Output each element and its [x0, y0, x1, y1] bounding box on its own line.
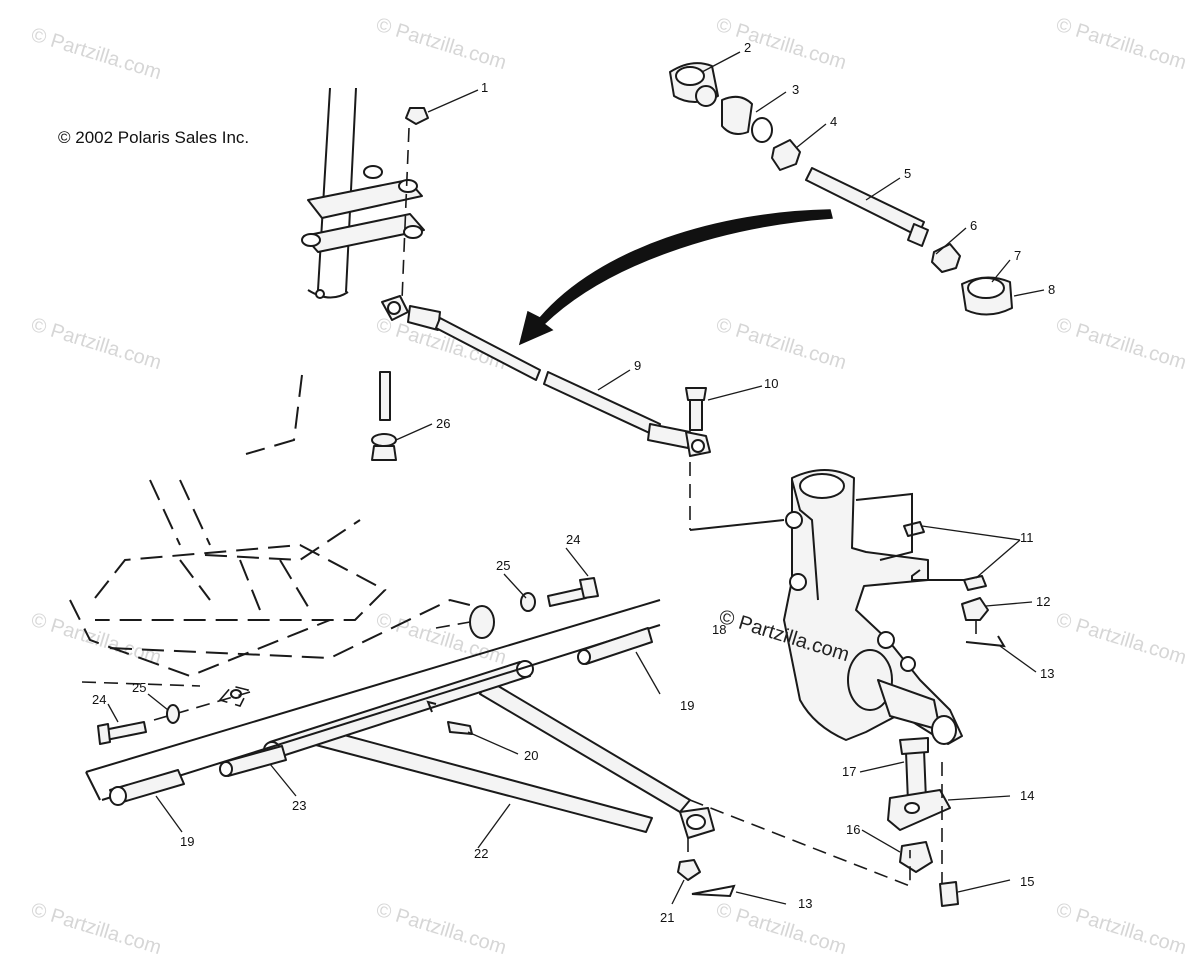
frame-bracket [69, 479, 495, 707]
watermark: © Partzilla.com [374, 899, 509, 959]
callout-9: 9 [634, 358, 641, 373]
callout-12: 12 [1036, 594, 1050, 609]
frame-rail [85, 599, 661, 806]
callout-24: 24 [566, 532, 580, 547]
watermark: © Partzilla.com [29, 24, 164, 84]
spindle [783, 469, 963, 745]
watermark: © Partzilla.com [374, 14, 509, 74]
curved-arrow [518, 209, 833, 346]
watermark: © Partzilla.com [29, 899, 164, 959]
callout-13-b: 13 [798, 896, 812, 911]
callout-19: 19 [680, 698, 694, 713]
callout-8: 8 [1048, 282, 1055, 297]
watermark: © Partzilla.com [1054, 609, 1189, 669]
connector-lines [687, 492, 977, 888]
callout-10: 10 [764, 376, 778, 391]
leader-lines [107, 51, 1045, 905]
callout-22: 22 [474, 846, 488, 861]
callout-1: 1 [481, 80, 488, 95]
watermark: © Partzilla.com [714, 899, 849, 959]
tie-rod [381, 295, 711, 530]
steering-post [245, 87, 425, 455]
watermark: © Partzilla.com [29, 314, 164, 374]
callout-6: 6 [970, 218, 977, 233]
callout-2: 2 [744, 40, 751, 55]
callout-15: 15 [1020, 874, 1034, 889]
tie-rod-end-kit [669, 62, 1013, 316]
callout-26: 26 [436, 416, 450, 431]
hardware [97, 107, 1006, 907]
callout-5: 5 [904, 166, 911, 181]
callout-3: 3 [792, 82, 799, 97]
callout-25-b: 25 [132, 680, 146, 695]
watermark: © Partzilla.com [1054, 314, 1189, 374]
callout-24-b: 24 [92, 692, 106, 707]
callout-19-b: 19 [180, 834, 194, 849]
watermark: © Partzilla.com [1054, 14, 1189, 74]
callout-7: 7 [1014, 248, 1021, 263]
watermark: © Partzilla.com [1054, 899, 1189, 959]
watermark: © Partzilla.com [714, 14, 849, 74]
callout-14: 14 [1020, 788, 1034, 803]
copyright-notice: © 2002 Polaris Sales Inc. [58, 128, 249, 147]
callout-18: 18 [712, 622, 726, 637]
callout-4: 4 [830, 114, 837, 129]
callout-20: 20 [524, 748, 538, 763]
callout-16: 16 [846, 822, 860, 837]
callout-11: 11 [1020, 530, 1034, 545]
a-arm [263, 660, 715, 839]
callout-17: 17 [842, 764, 856, 779]
callout-25: 25 [496, 558, 510, 573]
callout-13: 13 [1040, 666, 1054, 681]
callout-21: 21 [660, 910, 674, 925]
callout-labels: 1 2 3 4 5 6 7 8 9 10 11 12 13 14 15 16 1… [92, 40, 1055, 925]
watermark: © Partzilla.com [714, 314, 849, 374]
callout-23: 23 [292, 798, 306, 813]
